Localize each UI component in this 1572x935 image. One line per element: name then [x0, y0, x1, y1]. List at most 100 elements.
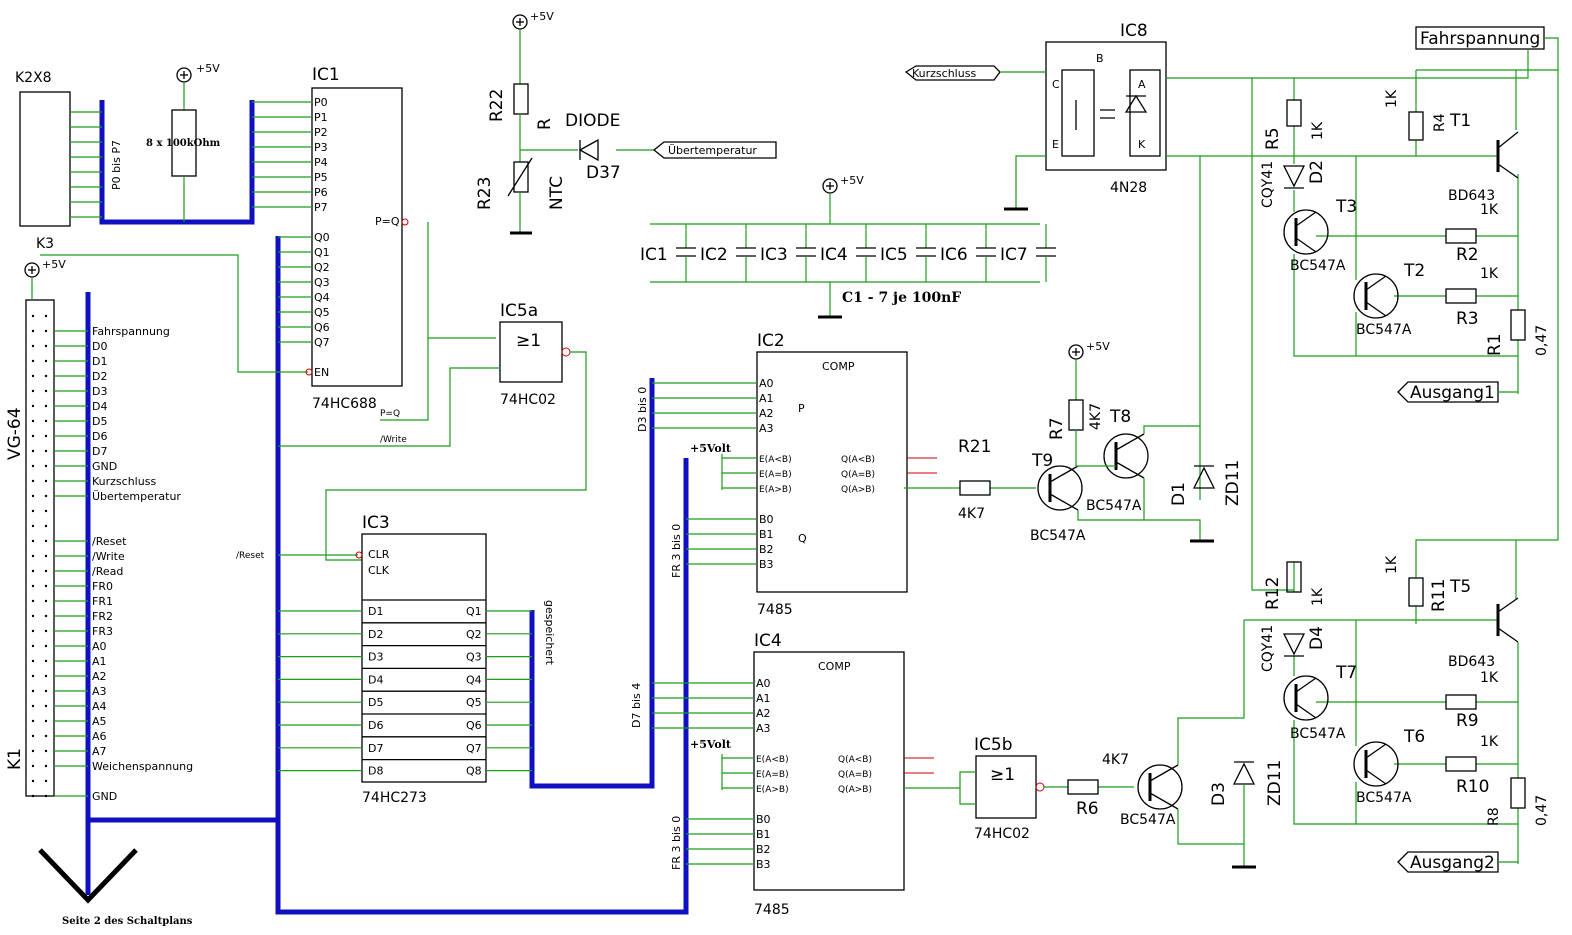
vg64-signal: D5: [92, 415, 107, 428]
cap-label: IC2: [700, 245, 728, 265]
ic4-name: IC4: [754, 631, 782, 651]
ic1-q-pin: Q3: [314, 276, 330, 289]
t6-label: T6: [1403, 727, 1425, 747]
vg64-signal: D1: [92, 355, 107, 368]
ic3-q-pin: Q4: [466, 673, 482, 686]
ic2-type: 7485: [757, 602, 793, 618]
vg64-signal: /Read: [92, 565, 123, 578]
ic2-plus5volt: +5Volt: [690, 442, 732, 455]
ic5b-symbol: ≥1: [990, 765, 1015, 785]
ic3-clk-pin: CLK: [368, 564, 390, 577]
t9-type: BC547A: [1030, 528, 1086, 544]
r2-label: R2: [1456, 245, 1479, 265]
ic8-name: IC8: [1120, 21, 1148, 41]
overtemp-label: Übertemperatur: [668, 144, 757, 157]
comp-e-pin: E(A<B): [759, 455, 792, 465]
ic1-q-pin: Q5: [314, 306, 330, 319]
r22-label: R22: [487, 89, 507, 122]
comp-a-pin: A0: [759, 377, 774, 390]
r21-value: 4K7: [958, 506, 985, 522]
vg64-signal: GND: [92, 790, 117, 803]
ic3-clr-pin: CLR: [368, 548, 390, 561]
ic8-4n28: IC8 4N28 B C E A K Kurzschluss: [904, 21, 1529, 500]
ic8-type: 4N28: [1110, 180, 1147, 196]
ic4-bus-b: FR 3 bis 0: [670, 816, 683, 870]
vg64-signal: Übertemperatur: [92, 490, 181, 503]
k3-label: K3: [36, 236, 54, 252]
r12-label: R12: [1263, 577, 1283, 610]
comp-q-pin: Q(A>B): [841, 485, 875, 495]
k2x8-connector: K2X8 K3 P0 bis P7: [15, 70, 123, 252]
vg64-signal: D7: [92, 445, 107, 458]
diode-label: DIODE: [565, 111, 620, 131]
ic3-d-pin: D4: [368, 673, 383, 686]
ic3-d-pin: D2: [368, 628, 383, 641]
r4-value: 1K: [1384, 89, 1400, 108]
ic5a-name: IC5a: [500, 301, 538, 321]
comp-a-pin: A2: [759, 407, 774, 420]
cqy2-label: CQY41: [1260, 625, 1276, 672]
bus-p: [99, 100, 255, 225]
k2x8-label: K2X8: [15, 70, 52, 86]
r12-value: 1K: [1310, 587, 1326, 606]
reset-label: /Reset: [236, 551, 265, 561]
vg64-label: VG-64: [5, 407, 25, 460]
ic2-comp: COMP: [822, 360, 855, 373]
vg64-signal: Fahrspannung: [92, 325, 170, 338]
ic2-p: P: [798, 402, 805, 415]
comp-a-pin: A3: [756, 722, 771, 735]
r3-label: R3: [1456, 309, 1479, 329]
ic2-bus-a: D3 bis 0: [636, 387, 649, 432]
ic2-7485: IC2 COMP 7485 P Q D3 bis 0 FR 3 bis 0 +5…: [636, 331, 937, 618]
ic1-q-pin: Q4: [314, 291, 330, 304]
ic1-q-pin: Q7: [314, 336, 330, 349]
comp-b-pin: B2: [759, 543, 774, 556]
output-stage-1: Fahrspannung R5 1K 1K R4 T1 BD643 D2 CQY…: [1200, 26, 1559, 591]
r3-value: 1K: [1480, 266, 1499, 282]
output1-label: Ausgang1: [1410, 383, 1495, 403]
comp-e-pin: E(A=B): [756, 770, 789, 780]
d1-label: D1: [1169, 482, 1189, 506]
plus5-label-4: +5V: [1086, 340, 1110, 353]
t3-label: T3: [1335, 197, 1357, 217]
comp-a-pin: A0: [756, 677, 771, 690]
zd1-label: ZD11: [1223, 460, 1243, 506]
vg64-signal: A7: [92, 745, 107, 758]
r21-label: R21: [958, 437, 991, 457]
ic3-d-pin: D6: [368, 719, 383, 732]
stored-label: gespeichert: [543, 600, 556, 666]
t2-type: BC547A: [1356, 322, 1412, 338]
ic1-p-pin: P5: [314, 171, 328, 184]
comp-b-pin: B1: [756, 828, 771, 841]
vg64-signal: D6: [92, 430, 107, 443]
ic3-d-pin: D1: [368, 605, 383, 618]
d2-label: D2: [1307, 160, 1327, 184]
ic4-bus-a: D7 bis 4: [630, 683, 643, 728]
r6-label: R6: [1076, 799, 1099, 819]
r11-value: 1K: [1384, 555, 1400, 574]
ic1-q-pin: Q0: [314, 231, 330, 244]
ic4-7485: IC4 COMP 7485 D7 bis 4 FR 3 bis 0 +5Volt…: [630, 631, 934, 918]
cap-label: IC6: [940, 245, 968, 265]
vg64-signal: A2: [92, 670, 107, 683]
vg64-signal: Kurzschluss: [92, 475, 156, 488]
vg64-signal: D4: [92, 400, 107, 413]
r5-value: 1K: [1310, 121, 1326, 140]
ic1-q-pin: Q1: [314, 246, 330, 259]
plus5-label-1: +5V: [196, 62, 220, 75]
comp-b-pin: B0: [756, 813, 771, 826]
t8-type: BC547A: [1086, 498, 1142, 514]
r11-label: R11: [1429, 579, 1449, 612]
ic4-comp: COMP: [818, 660, 851, 673]
vg64-signal: A1: [92, 655, 107, 668]
ic5b-type: 74HC02: [974, 826, 1030, 842]
comp-q-pin: Q(A<B): [841, 455, 875, 465]
stage2: BC547A D3 ZD11: [1120, 620, 1285, 869]
ic1-74hc688: IC1 74HC688 P=Q EN P=Q P0P1P2P3P4P5P6P7 …: [40, 65, 496, 421]
output2-label: Ausgang2: [1410, 853, 1495, 873]
comp-e-pin: E(A<B): [756, 755, 789, 765]
ic5a-type: 74HC02: [500, 392, 556, 408]
cap-label: IC1: [640, 245, 668, 265]
t5-label: T5: [1449, 577, 1471, 597]
